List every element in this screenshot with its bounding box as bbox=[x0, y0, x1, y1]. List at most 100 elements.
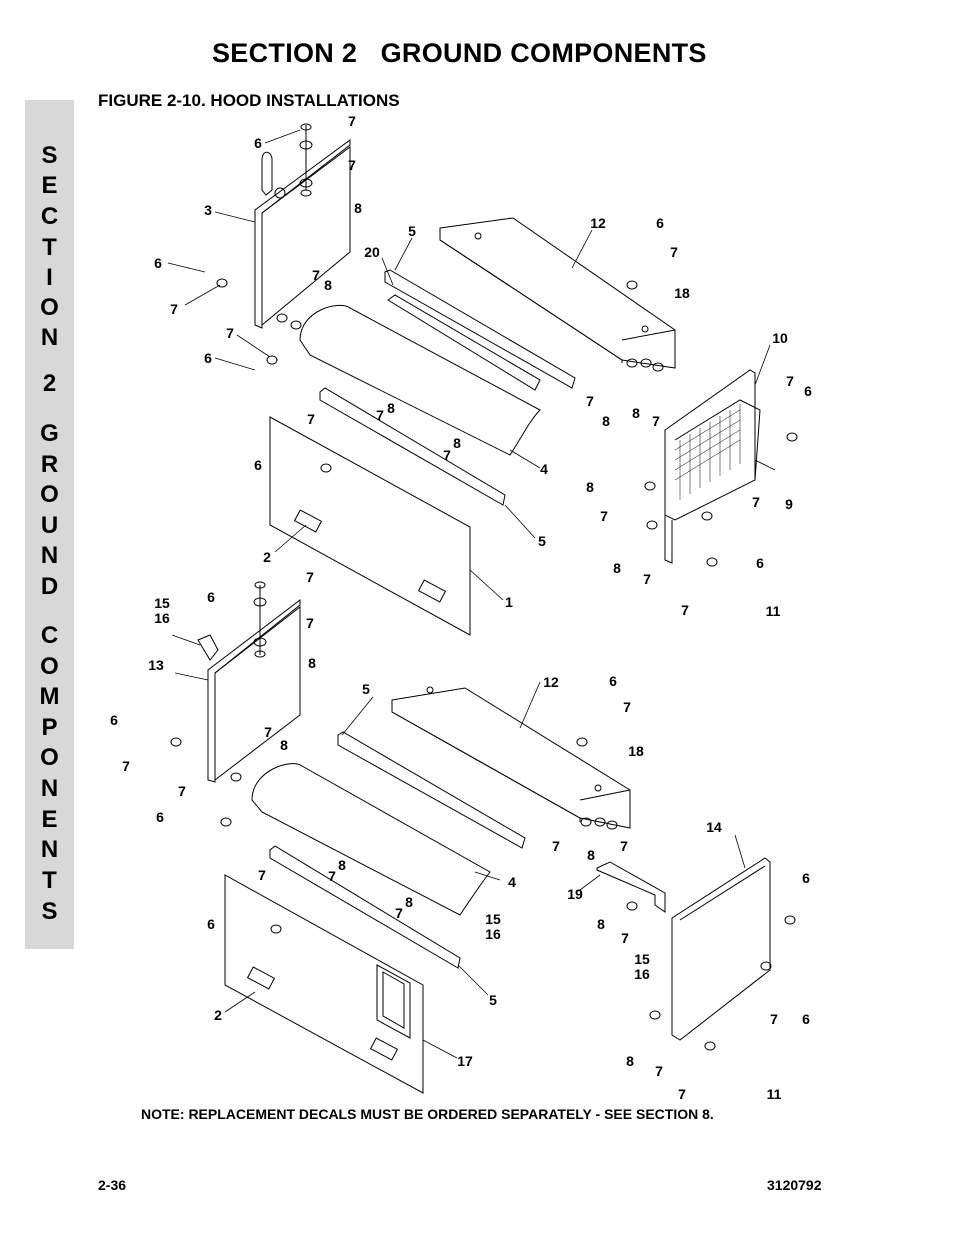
callout-number: 7 bbox=[770, 1011, 778, 1027]
callout-number: 18 bbox=[628, 743, 644, 759]
rail-5 bbox=[384, 269, 576, 391]
tab-letter: T bbox=[42, 867, 57, 894]
callout-number: 8 bbox=[324, 277, 332, 293]
document-number: 3120792 bbox=[767, 1177, 822, 1193]
replacement-decals-note: NOTE: REPLACEMENT DECALS MUST BE ORDERED… bbox=[141, 1106, 714, 1122]
callout-number: 11 bbox=[767, 1086, 782, 1102]
callout-number: 8 bbox=[602, 413, 610, 429]
callout-number: 7 bbox=[376, 407, 384, 423]
callout-number: 7 bbox=[623, 699, 631, 715]
callout-number: 7 bbox=[328, 868, 336, 884]
front-panel-1 bbox=[269, 416, 471, 636]
callout-number: 12 bbox=[543, 674, 559, 690]
callout-number: 11 bbox=[766, 603, 781, 619]
tab-letter: U bbox=[40, 512, 59, 539]
tab-letter: C bbox=[40, 622, 59, 649]
callout-number: 16 bbox=[485, 926, 501, 942]
strip-5-lower bbox=[269, 845, 461, 969]
top-cover-12 bbox=[439, 217, 676, 369]
callout-number: 15 bbox=[485, 911, 501, 927]
figure-title: FIGURE 2-10. HOOD INSTALLATIONS bbox=[98, 91, 400, 110]
callout-number: 14 bbox=[706, 819, 722, 835]
callout-number: 6 bbox=[110, 712, 118, 728]
callout-number: 6 bbox=[204, 350, 212, 366]
callout-number: 7 bbox=[306, 615, 314, 631]
callout-number: 7 bbox=[652, 413, 660, 429]
curved-hood-4 bbox=[299, 304, 541, 456]
section-title: SECTION 2 GROUND COMPONENTS bbox=[212, 38, 707, 68]
callout-number: 8 bbox=[613, 560, 621, 576]
callout-number: 7 bbox=[348, 113, 356, 129]
callout-number: 19 bbox=[567, 886, 583, 902]
page-number: 2-36 bbox=[98, 1177, 127, 1193]
top-cover-12-lower bbox=[391, 686, 631, 829]
side-panel-13 bbox=[197, 598, 301, 783]
callout-number: 3 bbox=[204, 202, 212, 218]
tab-letter: S bbox=[41, 898, 58, 925]
callout-number: 7 bbox=[655, 1063, 663, 1079]
callout-number: 8 bbox=[453, 435, 461, 451]
washers bbox=[170, 278, 798, 1051]
callout-number: 7 bbox=[752, 494, 760, 510]
callout-number: 15 bbox=[154, 595, 170, 611]
tab-letter: M bbox=[39, 683, 60, 710]
callout-number: 6 bbox=[756, 555, 764, 571]
fasteners-lower-left bbox=[253, 581, 267, 658]
fasteners-top bbox=[299, 123, 313, 197]
callout-number: 7 bbox=[681, 602, 689, 618]
tab-letter: E bbox=[41, 172, 58, 199]
callout-number: 7 bbox=[264, 724, 272, 740]
tab-letter: E bbox=[41, 806, 58, 833]
bracket-19 bbox=[596, 861, 666, 913]
callout-number: 8 bbox=[587, 847, 595, 863]
callout-number: 18 bbox=[674, 285, 690, 301]
callout-number: 8 bbox=[626, 1053, 634, 1069]
callout-number: 7 bbox=[670, 244, 678, 260]
callout-number: 6 bbox=[802, 1011, 810, 1027]
callout-number: 6 bbox=[207, 589, 215, 605]
callout-number: 7 bbox=[786, 373, 794, 389]
callout-number: 2 bbox=[263, 549, 271, 565]
tab-letter: O bbox=[40, 294, 59, 321]
callout-number: 8 bbox=[405, 894, 413, 910]
tab-letter: O bbox=[40, 481, 59, 508]
callout-number: 4 bbox=[508, 874, 516, 890]
rail-5-lower bbox=[337, 731, 526, 849]
callout-number: 6 bbox=[254, 135, 262, 151]
curved-hood-4-lower bbox=[251, 763, 491, 916]
callout-number: 5 bbox=[489, 992, 497, 1008]
callout-number: 7 bbox=[678, 1086, 686, 1102]
callout-number: 7 bbox=[306, 569, 314, 585]
callout-number: 6 bbox=[156, 809, 164, 825]
callout-number: 7 bbox=[307, 411, 315, 427]
callout-number: 7 bbox=[552, 838, 560, 854]
tab-letter: 2 bbox=[42, 370, 57, 397]
tab-letter: P bbox=[41, 714, 58, 741]
callout-number: 6 bbox=[609, 673, 617, 689]
side-panel-14 bbox=[671, 857, 771, 1041]
callout-number: 7 bbox=[643, 571, 651, 587]
leader-lines bbox=[167, 129, 776, 1059]
tab-letter: O bbox=[40, 653, 59, 680]
tab-letter: G bbox=[40, 420, 59, 447]
callout-number: 7 bbox=[122, 758, 130, 774]
callout-number: 8 bbox=[597, 916, 605, 932]
callout-number: 6 bbox=[802, 870, 810, 886]
tab-letter: S bbox=[41, 142, 58, 169]
callout-number: 8 bbox=[387, 400, 395, 416]
front-panel-17 bbox=[224, 874, 424, 1094]
callout-number: 7 bbox=[443, 447, 451, 463]
callout-number: 7 bbox=[621, 930, 629, 946]
callout-number: 2 bbox=[214, 1007, 222, 1023]
callout-number: 9 bbox=[785, 496, 793, 512]
callout-number: 4 bbox=[540, 461, 548, 477]
side-panel-10 bbox=[664, 369, 761, 564]
tab-letter: I bbox=[46, 264, 53, 291]
callout-number: 7 bbox=[226, 325, 234, 341]
callout-number: 7 bbox=[312, 267, 320, 283]
callout-number: 7 bbox=[348, 157, 356, 173]
tab-letter: C bbox=[40, 203, 59, 230]
callout-number: 6 bbox=[804, 383, 812, 399]
